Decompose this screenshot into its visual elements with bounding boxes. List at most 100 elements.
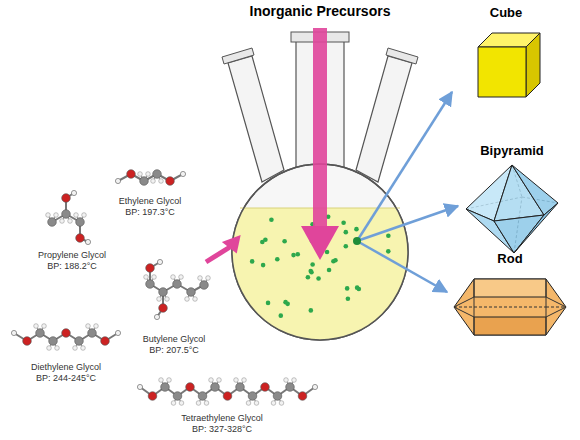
hydrogen-atom — [204, 401, 209, 406]
hydrogen-atom — [86, 324, 91, 329]
nanoparticle — [250, 259, 255, 264]
nanoparticle — [310, 262, 315, 267]
carbon-atom — [48, 218, 57, 227]
oxygen-atom — [62, 194, 71, 203]
carbon-atom — [236, 383, 245, 392]
compound-name: Ethylene Glycol — [119, 196, 182, 207]
carbon-atom — [62, 210, 71, 219]
rod-edge — [546, 307, 566, 317]
carbon-atom — [88, 329, 97, 338]
compound-name: Diethylene Glycol — [31, 362, 101, 373]
carbon-atom — [286, 383, 295, 392]
growth-arrow — [357, 241, 447, 292]
nanoparticle — [333, 258, 338, 263]
nanoparticle — [282, 239, 287, 244]
oxygen-atom — [159, 304, 168, 313]
nanoparticle — [309, 308, 314, 313]
glycol-molecule — [144, 259, 211, 319]
growth-arrow — [357, 92, 452, 241]
hydrogen-atom — [159, 179, 164, 184]
oxygen-atom — [186, 383, 195, 392]
hydrogen-atom — [94, 324, 99, 329]
liquid — [230, 208, 410, 348]
carbon-atom — [76, 218, 85, 227]
flask-side-neck — [356, 56, 412, 182]
glycol-molecule — [11, 324, 120, 351]
solvent-arrowhead — [222, 235, 246, 257]
hydrogen-atom — [47, 346, 52, 351]
hydrogen-atom — [185, 297, 190, 302]
nanoparticle — [343, 230, 348, 235]
carbon-atom — [49, 337, 58, 346]
nanoparticle — [327, 268, 332, 273]
hydrogen-atom — [137, 384, 142, 389]
shape-label: Bipyramid — [462, 142, 562, 160]
carbon-atom — [159, 288, 168, 297]
hydrogen-atom — [68, 219, 73, 224]
flask-side-neck — [228, 56, 284, 182]
growth-arrow — [357, 206, 458, 241]
hydrogen-atom — [115, 330, 120, 335]
hydrogen-atom — [82, 213, 87, 218]
glycol-molecule — [115, 170, 185, 186]
nanoparticle — [266, 301, 271, 306]
hydrogen-atom — [242, 378, 247, 383]
oxygen-atom — [261, 383, 270, 392]
nanoparticle — [386, 233, 391, 238]
hydrogen-atom — [55, 346, 60, 351]
oxygen-atom — [127, 170, 136, 179]
hydrogen-atom — [146, 172, 151, 177]
hydrogen-atom — [234, 378, 239, 383]
nanoparticle — [295, 252, 300, 257]
hydrogen-atom — [60, 219, 65, 224]
boiling-point: BP: 207.5°C — [149, 345, 199, 356]
hydrogen-atom — [196, 401, 201, 406]
carbon-atom — [211, 383, 220, 392]
carbon-atom — [153, 170, 162, 179]
oxygen-atom — [223, 392, 232, 401]
oxygen-atom — [23, 337, 32, 346]
cube-shape-figure — [466, 25, 546, 101]
oxygen-atom — [76, 234, 85, 243]
hydrogen-atom — [154, 314, 159, 319]
nanoparticle — [308, 269, 313, 274]
carbon-atom — [273, 392, 282, 401]
nanoparticle — [355, 285, 360, 290]
hydrogen-atom — [74, 213, 79, 218]
hydrogen-atom — [179, 275, 184, 280]
rod-edge — [454, 297, 474, 307]
oxygen-atom — [298, 392, 307, 401]
hydrogen-atom — [115, 178, 120, 183]
carbon-atom — [173, 392, 182, 401]
hydrogen-atom — [157, 297, 162, 302]
hidden-edge — [454, 307, 474, 308]
bipyramid-face — [514, 203, 558, 253]
flask-rim — [386, 48, 418, 64]
glycol-molecule — [46, 190, 91, 244]
nanoparticle — [269, 217, 274, 222]
hydrogen-atom — [42, 324, 47, 329]
hidden-edge — [474, 307, 546, 308]
carbon-atom — [161, 383, 170, 392]
oxygen-atom — [62, 329, 71, 338]
oxygen-atom — [101, 337, 110, 346]
oxygen-atom — [148, 392, 157, 401]
bipyramid-shape: Bipyramid — [462, 142, 562, 256]
nanoparticles — [250, 214, 391, 318]
nanoparticle — [291, 253, 296, 258]
hydrogen-atom — [271, 401, 276, 406]
solvent-arrow — [206, 247, 230, 262]
carbon-atom — [173, 280, 182, 289]
precursor-arrowhead — [301, 226, 339, 260]
rod-shape: Rod — [452, 250, 568, 344]
nanoparticle — [346, 296, 351, 301]
bipyramid-face — [512, 165, 558, 215]
nanoparticle — [343, 244, 348, 249]
hydrogen-atom — [81, 346, 86, 351]
hydrogen-atom — [246, 401, 251, 406]
shape-label: Cube — [466, 4, 546, 22]
cube-shape: Cube — [466, 4, 546, 102]
rod-face — [474, 317, 546, 335]
compound-name: Propylene Glycol — [38, 250, 106, 261]
